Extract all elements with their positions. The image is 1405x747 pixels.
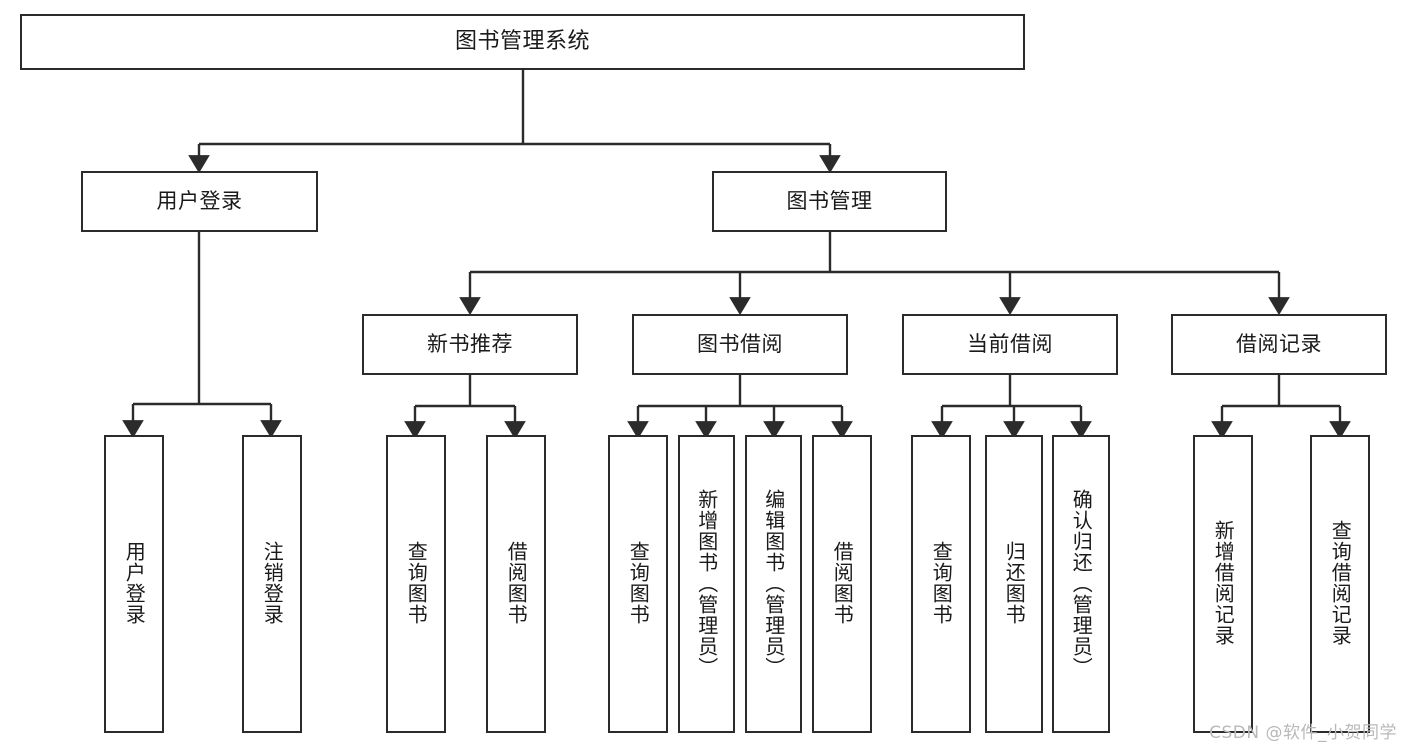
node-label: 图书管理系统	[454, 29, 590, 54]
node-leaf-query-book-1[interactable]: 查询图书	[386, 435, 446, 733]
node-new-book-recommend[interactable]: 新书推荐	[362, 314, 578, 375]
node-label: 归还图书	[1002, 541, 1027, 625]
watermark-text: CSDN @软件_小贺同学	[1209, 723, 1397, 743]
node-label: 图书管理	[786, 189, 873, 213]
node-leaf-borrow-book-1[interactable]: 借阅图书	[486, 435, 546, 733]
node-label: 借阅图书	[830, 541, 855, 625]
node-user-login[interactable]: 用户登录	[81, 171, 318, 232]
node-leaf-borrow-book-2[interactable]: 借阅图书	[812, 435, 872, 733]
node-leaf-confirm-return[interactable]: 确认归还（管理员）	[1052, 435, 1110, 733]
node-leaf-logout-login[interactable]: 注销登录	[242, 435, 302, 733]
node-label: 借阅图书	[504, 541, 529, 625]
node-label: 借阅记录	[1236, 332, 1322, 356]
node-leaf-add-borrow-record[interactable]: 新增借阅记录	[1193, 435, 1253, 733]
node-book-borrow[interactable]: 图书借阅	[632, 314, 848, 375]
node-label: 图书借阅	[697, 332, 783, 356]
node-leaf-user-login[interactable]: 用户登录	[104, 435, 164, 733]
node-label: 用户登录	[122, 541, 147, 625]
node-label: 查询图书	[929, 541, 954, 625]
node-current-borrow[interactable]: 当前借阅	[902, 314, 1118, 375]
node-leaf-return-book[interactable]: 归还图书	[985, 435, 1043, 733]
node-leaf-edit-book[interactable]: 编辑图书（管理员）	[745, 435, 802, 733]
node-label: 新增借阅记录	[1211, 520, 1236, 646]
node-leaf-query-borrow-record[interactable]: 查询借阅记录	[1310, 435, 1370, 733]
node-label: 注销登录	[260, 541, 285, 625]
node-root-system[interactable]: 图书管理系统	[20, 14, 1025, 70]
node-label: 确认归还（管理员）	[1069, 488, 1094, 678]
node-label: 查询图书	[626, 541, 651, 625]
node-leaf-add-book[interactable]: 新增图书（管理员）	[678, 435, 735, 733]
node-label: 编辑图书（管理员）	[761, 488, 786, 678]
node-leaf-query-book-3[interactable]: 查询图书	[911, 435, 971, 733]
node-label: 查询图书	[404, 541, 429, 625]
node-leaf-query-book-2[interactable]: 查询图书	[608, 435, 668, 733]
node-label: 新书推荐	[427, 332, 513, 356]
node-label: 新增图书（管理员）	[694, 488, 719, 678]
node-label: 用户登录	[156, 189, 243, 213]
node-borrow-record[interactable]: 借阅记录	[1171, 314, 1387, 375]
node-label: 查询借阅记录	[1328, 520, 1353, 646]
node-label: 当前借阅	[967, 332, 1053, 356]
node-book-manage[interactable]: 图书管理	[712, 171, 947, 232]
